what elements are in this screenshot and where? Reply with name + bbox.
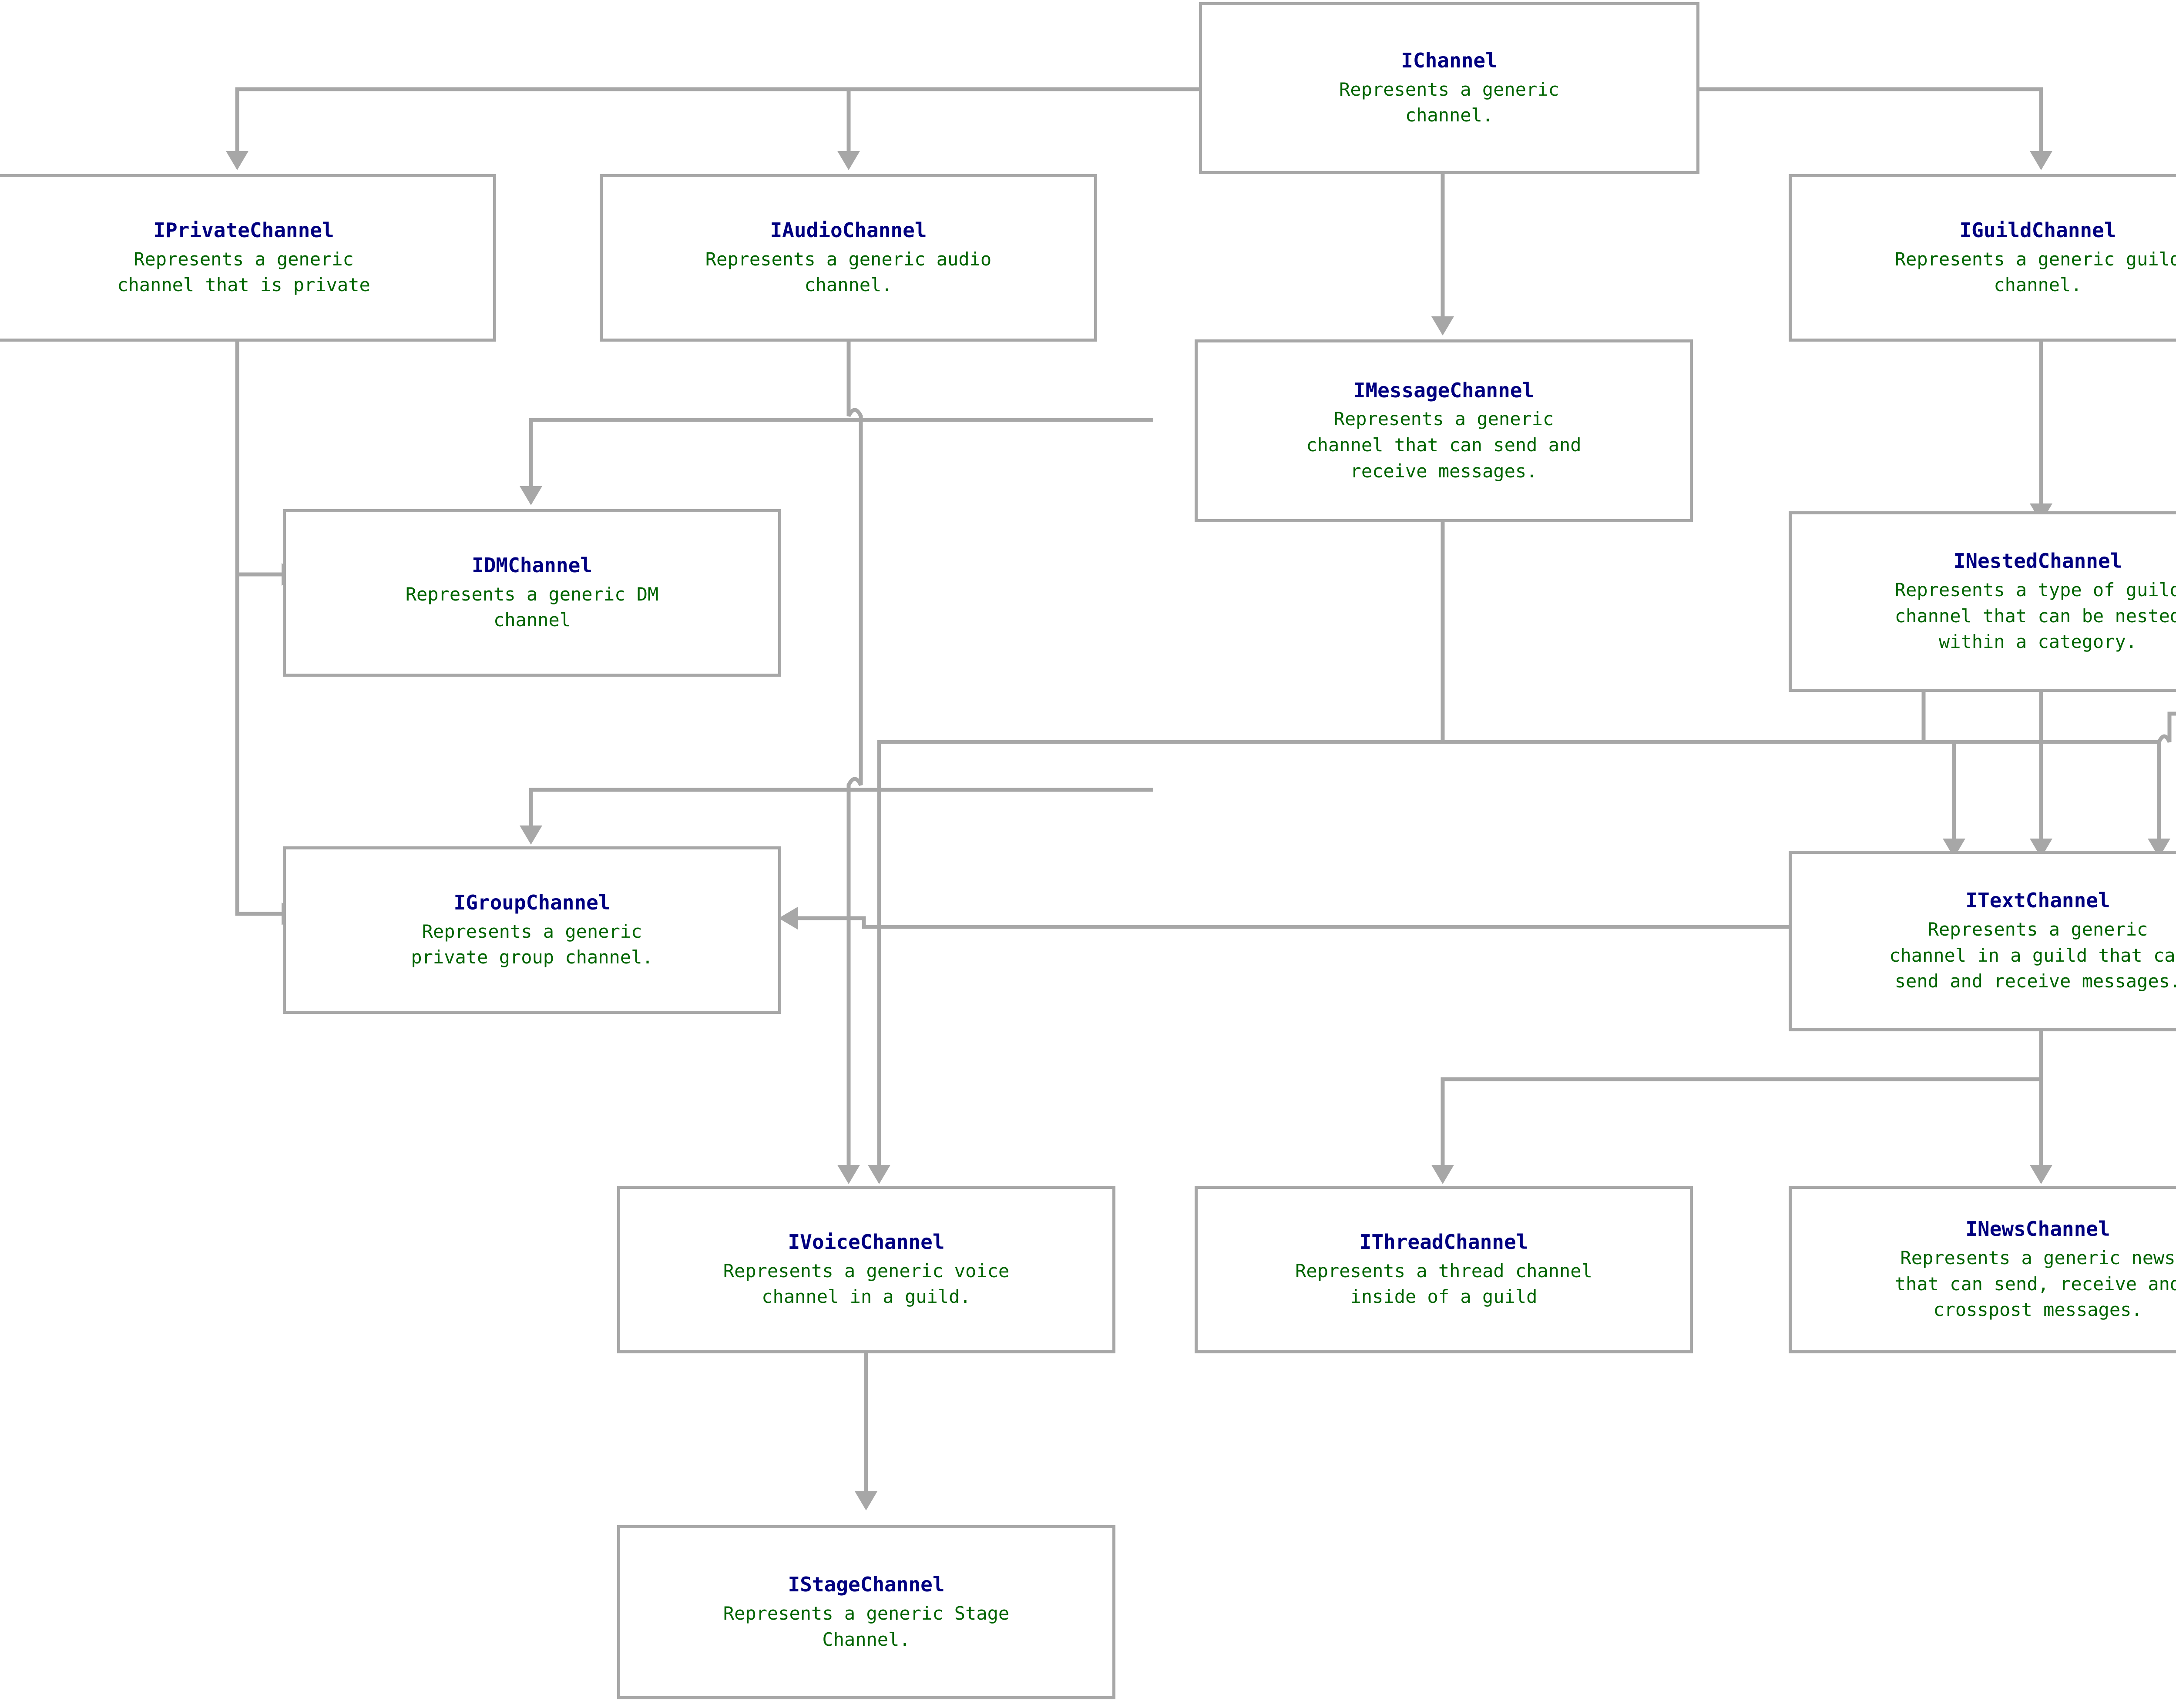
- edge-iintegrationchannel-itextchannel: [2148, 711, 2176, 858]
- node-description: Represents a generic private group chann…: [411, 920, 653, 968]
- node-itextchannel[interactable]: ITextChannel Represents a generic channe…: [1789, 851, 2176, 1031]
- node-title: INestedChannel: [1953, 549, 2122, 573]
- node-title: IGuildChannel: [1959, 218, 2116, 242]
- node-ivoicechannel[interactable]: IVoiceChannel Represents a generic voice…: [617, 1186, 1115, 1353]
- node-iprivatechannel[interactable]: IPrivateChannel Represents a generic cha…: [0, 174, 496, 342]
- node-title: IAudioChannel: [770, 218, 927, 242]
- edge-ichannel-iprivatechannel: [226, 87, 1199, 170]
- node-description: Represents a generic news that can send,…: [1894, 1247, 2176, 1321]
- node-idmchannel[interactable]: IDMChannel Represents a generic DM chann…: [283, 509, 781, 677]
- node-title: IVoiceChannel: [788, 1230, 945, 1254]
- node-description: Represents a generic channel in a guild …: [1889, 918, 2176, 992]
- node-description: Represents a generic voice channel in a …: [723, 1260, 1010, 1308]
- node-title: IThreadChannel: [1359, 1230, 1528, 1254]
- node-inestedchannel[interactable]: INestedChannel Represents a type of guil…: [1789, 511, 2176, 692]
- node-description: Represents a generic channel.: [1339, 78, 1559, 126]
- node-description: Represents a generic DM channel: [405, 583, 659, 631]
- node-ithreadchannel[interactable]: IThreadChannel Represents a thread chann…: [1195, 1186, 1693, 1353]
- edge-imessagechannel-idmchannel: [520, 418, 1153, 505]
- node-igroupchannel[interactable]: IGroupChannel Represents a generic priva…: [283, 846, 781, 1014]
- edge-itextchannel-ithreadchannel: [1431, 1031, 2043, 1184]
- node-description: Represents a thread channel inside of a …: [1295, 1260, 1592, 1308]
- node-title: IMessageChannel: [1353, 378, 1535, 402]
- edge-iprivatechannel-igroupchannel: [235, 574, 301, 925]
- edge-iaudiochannel-ivoicechannel: [837, 342, 863, 1184]
- edge-iprivatechannel-idmchannel: [235, 342, 301, 586]
- node-description: Represents a generic guild channel.: [1894, 248, 2176, 296]
- node-title: IStageChannel: [788, 1573, 945, 1597]
- node-title: ITextChannel: [1965, 889, 2110, 913]
- node-istagechannel[interactable]: IStageChannel Represents a generic Stage…: [617, 1525, 1115, 1699]
- edge-itextchannel-igroupchannel: [779, 907, 1789, 930]
- node-description: Represents a generic channel that is pri…: [117, 248, 370, 296]
- node-description: Represents a generic channel that can se…: [1306, 408, 1582, 482]
- node-iguildchannel[interactable]: IGuildChannel Represents a generic guild…: [1789, 174, 2176, 342]
- node-title: IPrivateChannel: [153, 218, 334, 242]
- node-ichannel[interactable]: IChannel Represents a generic channel.: [1199, 2, 1699, 174]
- node-imessagechannel[interactable]: IMessageChannel Represents a generic cha…: [1195, 339, 1693, 522]
- node-inewschannel[interactable]: INewsChannel Represents a generic news t…: [1789, 1186, 2176, 1353]
- edge-ichannel-iguildchannel: [1699, 87, 2052, 170]
- node-title: IChannel: [1401, 48, 1498, 72]
- node-title: IDMChannel: [472, 553, 592, 577]
- node-title: IGroupChannel: [453, 890, 611, 914]
- node-description: Represents a generic Stage Channel.: [723, 1603, 1010, 1650]
- node-description: Represents a generic audio channel.: [705, 248, 992, 296]
- node-description: Represents a type of guild channel that …: [1894, 579, 2176, 653]
- node-title: INewsChannel: [1965, 1217, 2110, 1241]
- edge-imessagechannel-igroupchannel: [520, 788, 1153, 845]
- node-iaudiochannel[interactable]: IAudioChannel Represents a generic audio…: [600, 174, 1097, 342]
